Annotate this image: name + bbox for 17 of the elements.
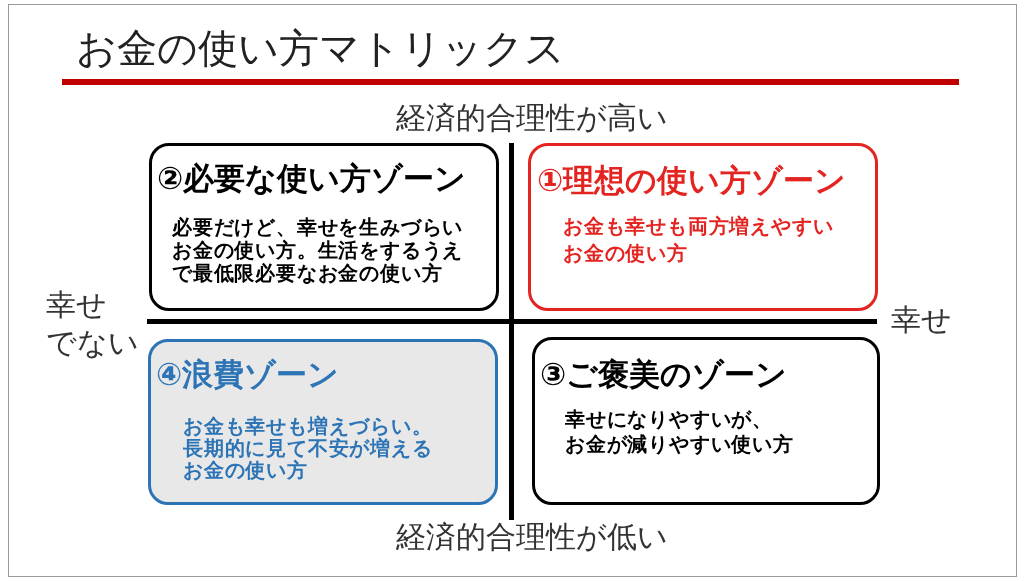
zone-card [528,143,878,311]
zone-heading: ④浪費ゾーン [156,356,340,392]
zone-card [532,337,880,505]
zone-heading: ①理想の使い方ゾーン [537,162,847,198]
zone-card [148,339,498,505]
zone-description: 幸せになりやすいが、お金が減りやすい使い方 [565,407,795,457]
axis-label: 幸せ [891,302,953,338]
zone-heading: ②必要な使い方ゾーン [157,160,467,196]
zone-card [149,143,499,311]
slide-title: お金の使い方マトリックス [76,26,565,70]
axis-label: 幸せでない [46,286,140,362]
zone-description: お金も幸せも増えづらい。長期的に見て不安が増えるお金の使い方 [183,415,434,481]
axis-label: 経済的合理性が高い [395,100,669,136]
zone-description: お金も幸せも両方増えやすいお金の使い方 [563,213,835,267]
axis-label: 経済的合理性が低い [395,519,669,555]
zone-heading: ③ご褒美のゾーン [540,356,788,392]
zone-description: 必要だけど、幸せを生みづらいお金の使い方。生活をするうえで最低限必要なお金の使い方 [172,216,465,285]
